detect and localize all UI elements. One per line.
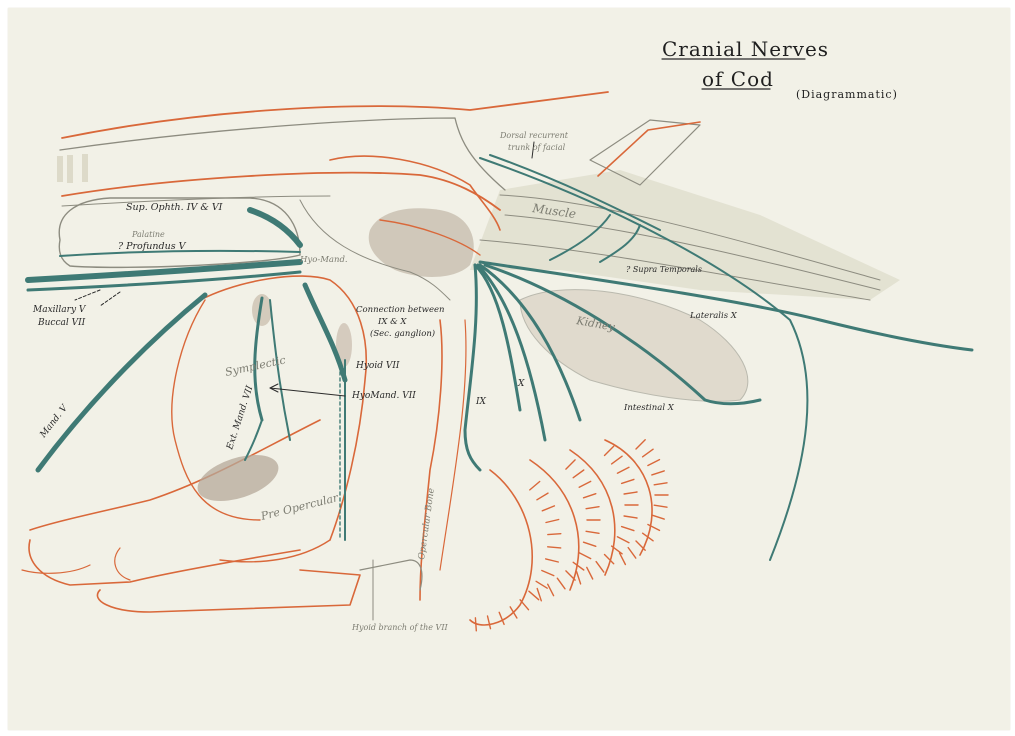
gill-raker — [624, 516, 637, 518]
gill-raker — [488, 616, 491, 629]
label-intestinal: Intestinal X — [623, 403, 675, 413]
gill-raker — [648, 460, 660, 466]
label-pre-opercular: Pre Opercular — [259, 491, 341, 523]
label-dorsal-recurrent-2: trunk of facial — [508, 143, 566, 152]
label-connection: Connection between — [356, 305, 445, 315]
label-ix: IX — [475, 397, 487, 407]
label-buccal: Buccal VII — [37, 318, 86, 328]
gill-raker — [579, 553, 591, 559]
label-hyomand-top: Hyo-Mand. — [299, 255, 348, 265]
gill-raker — [510, 607, 517, 618]
gill-arches — [470, 440, 668, 631]
gill-raker — [617, 537, 629, 543]
gill-raker — [573, 562, 584, 570]
label-supra-temporals: ? Supra Temporals — [626, 265, 702, 274]
gill-raker — [584, 494, 596, 498]
gill-raker — [605, 446, 614, 455]
gill-raker — [542, 506, 554, 511]
title-block: Cranial Nerves of Cod (Diagrammatic) — [662, 37, 898, 101]
gill-raker — [643, 449, 654, 457]
gill-raker — [475, 618, 476, 631]
gill-raker — [557, 578, 565, 589]
label-hyomand: HyoMand. VII — [351, 391, 416, 401]
gill-raker — [499, 612, 504, 624]
label-connection-3: (Sec. ganglion) — [370, 328, 435, 339]
label-sup-ophth: Sup. Ophth. IV & VI — [126, 202, 223, 213]
gill-raker — [654, 505, 667, 507]
gill-raker — [586, 531, 599, 533]
gill-raker — [537, 493, 548, 500]
kidney-region — [520, 290, 748, 402]
gill-raker — [566, 460, 575, 469]
gill-raker — [542, 571, 554, 576]
label-maxillary: Maxillary V — [32, 305, 87, 315]
gill-raker — [617, 467, 629, 473]
gill-raker — [584, 542, 596, 546]
gill-raker — [548, 534, 561, 535]
gill-raker — [622, 479, 634, 483]
gill-raker — [652, 471, 664, 475]
title-line-1: Cranial Nerves — [662, 37, 829, 61]
label-dorsal-recurrent: Dorsal recurrent — [499, 131, 569, 140]
gill-raker — [636, 440, 645, 449]
gill-raker — [654, 483, 667, 485]
label-connection-2: IX & X — [377, 317, 407, 327]
gill-raker — [548, 547, 561, 548]
cod-cranial-nerve-diagram: Cranial Nerves of Cod (Diagrammatic) — [8, 8, 1010, 730]
gill-raker — [652, 515, 664, 519]
gill-raker — [596, 562, 604, 573]
label-lateralis: Lateralis X — [689, 311, 738, 321]
title-line-2: of Cod — [702, 67, 774, 91]
gill-raker — [612, 456, 623, 464]
label-profundus: ? Profundus V — [118, 241, 187, 252]
gill-raker — [620, 553, 626, 565]
label-x: X — [517, 379, 525, 389]
label-hyoid-branch: Hyoid branch of the VII — [351, 623, 448, 632]
gill-raker — [586, 507, 599, 509]
gill-raker — [573, 470, 584, 478]
label-palatine: Palatine — [131, 230, 165, 239]
gill-raker — [548, 584, 554, 596]
gill-raker — [530, 482, 540, 490]
gill-raker — [566, 571, 575, 580]
gill-raker — [587, 567, 593, 579]
gill-raker — [579, 481, 591, 487]
skull-outline — [22, 92, 608, 612]
gill-raker — [536, 581, 547, 588]
gill-raker — [622, 527, 634, 531]
gill-raker — [624, 492, 637, 494]
gill-raker — [529, 591, 539, 600]
label-opercular-bone: Opercular Bone — [417, 488, 437, 561]
gill-raker — [628, 548, 636, 559]
label-hyoid: Hyoid VII — [355, 361, 400, 371]
label-ext-mand: Ext. Mand. VII — [225, 384, 255, 452]
paper-sheet: Cranial Nerves of Cod (Diagrammatic) — [8, 8, 1010, 730]
gill-raker — [520, 600, 528, 610]
title-note: (Diagrammatic) — [796, 88, 898, 101]
gill-raker — [546, 559, 559, 562]
gill-raker — [577, 572, 581, 584]
gill-raker — [546, 520, 559, 523]
